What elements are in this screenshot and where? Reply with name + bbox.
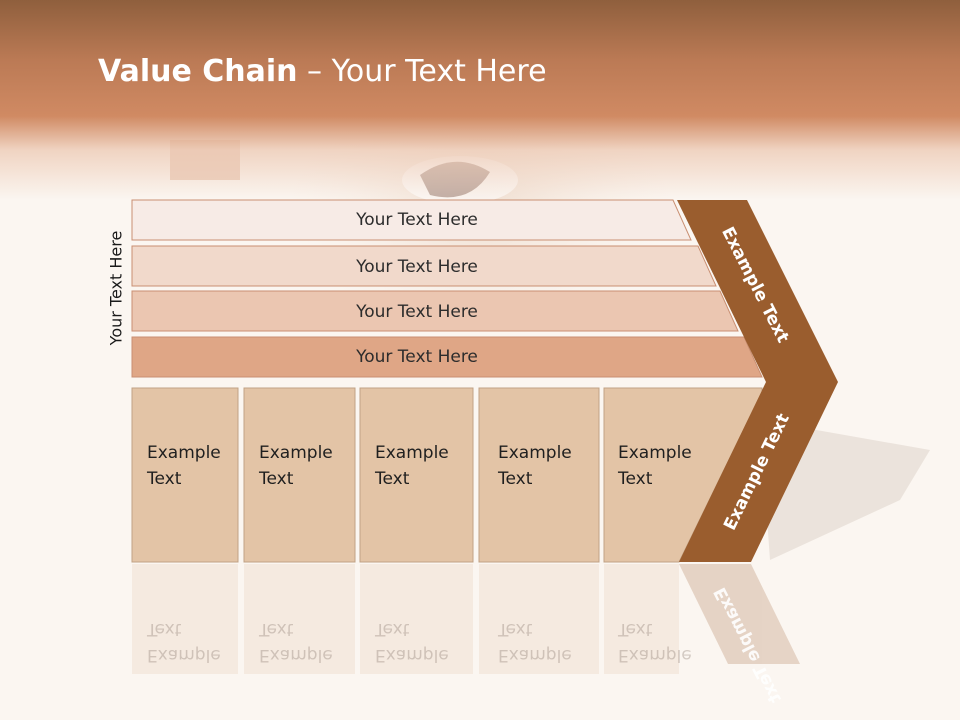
column-2-line2: Text	[259, 469, 294, 489]
column-4-line1: Example	[498, 443, 572, 463]
column-2-reflection: Example Text	[259, 619, 333, 665]
column-2-box	[243, 387, 356, 563]
column-4-reflection: Example Text	[498, 619, 572, 665]
margin-chevron	[677, 200, 838, 562]
row-4-label: Your Text Here	[356, 347, 478, 367]
column-3-box	[359, 387, 474, 563]
column-4-line2: Text	[498, 469, 533, 489]
column-5-line1: Example	[618, 443, 692, 463]
column-4-label: Example Text	[498, 440, 572, 492]
column-3-line2: Text	[375, 469, 410, 489]
reflection	[132, 564, 800, 674]
column-1-label: Example Text	[147, 440, 221, 492]
column-1-box	[131, 387, 239, 563]
title-rest: – Your Text Here	[297, 54, 547, 89]
column-4-box	[478, 387, 600, 563]
row-3-label: Your Text Here	[356, 302, 478, 322]
row-2-label: Your Text Here	[356, 257, 478, 277]
column-1-reflection: Example Text	[147, 619, 221, 665]
column-2-line1: Example	[259, 443, 333, 463]
column-3-label: Example Text	[375, 440, 449, 492]
column-5-line2: Text	[618, 469, 653, 489]
header-band	[0, 0, 960, 200]
row-2-bar	[131, 245, 717, 287]
column-3-reflection: Example Text	[375, 619, 449, 665]
row-3-bar	[131, 290, 739, 332]
slide-title: Value Chain – Your Text Here	[98, 54, 547, 89]
column-5-reflection: Example Text	[618, 619, 692, 665]
row-1-label: Your Text Here	[356, 210, 478, 230]
column-1-line2: Text	[147, 469, 182, 489]
column-5-label: Example Text	[618, 440, 692, 492]
row-4-bar	[131, 336, 763, 378]
row-1-bar	[131, 199, 692, 241]
column-2-label: Example Text	[259, 440, 333, 492]
title-bold: Value Chain	[98, 54, 298, 89]
column-3-line1: Example	[375, 443, 449, 463]
column-1-line1: Example	[147, 443, 221, 463]
